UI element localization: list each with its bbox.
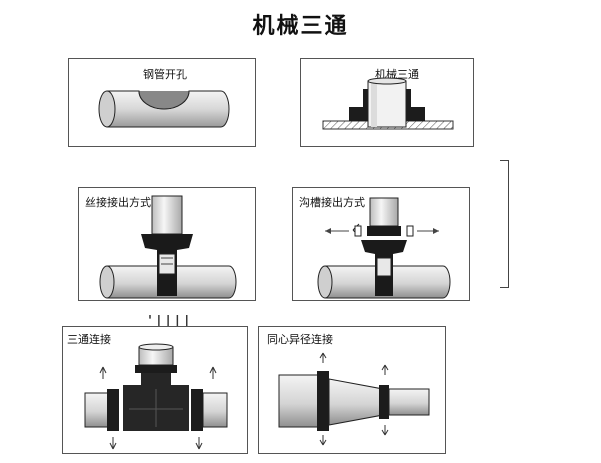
page-title: 机械三通 <box>252 14 349 39</box>
panel-concentric-reducer: 同心异径连接 <box>258 326 446 454</box>
panel-caption: 丝接接出方式 <box>85 196 151 209</box>
panel-caption: 三通连接 <box>67 333 111 346</box>
panel-caption: 沟槽接出方式 <box>299 196 365 209</box>
threaded-outlet-illustration <box>99 195 237 299</box>
panel-grooved-outlet: 沟槽接出方式 <box>292 187 470 301</box>
side-bracket <box>500 160 509 288</box>
panel-caption: 同心异径连接 <box>267 333 333 346</box>
mechanical-tee-illustration <box>322 77 454 130</box>
drilled-pipe-illustration <box>98 90 230 128</box>
stray-marks: ' | | | | <box>148 314 190 329</box>
concentric-reducer-illustration <box>278 352 430 446</box>
panel-pipe-drilling: 钢管开孔 <box>68 58 256 147</box>
panel-caption: 钢管开孔 <box>143 68 187 81</box>
panel-mechanical-tee: 机械三通 <box>300 58 474 147</box>
panel-threaded-outlet: 丝接接出方式 <box>78 187 256 301</box>
tee-connection-illustration <box>84 343 228 450</box>
panel-tee-connection: 三通连接 <box>62 326 248 454</box>
grooved-outlet-illustration <box>317 197 451 299</box>
